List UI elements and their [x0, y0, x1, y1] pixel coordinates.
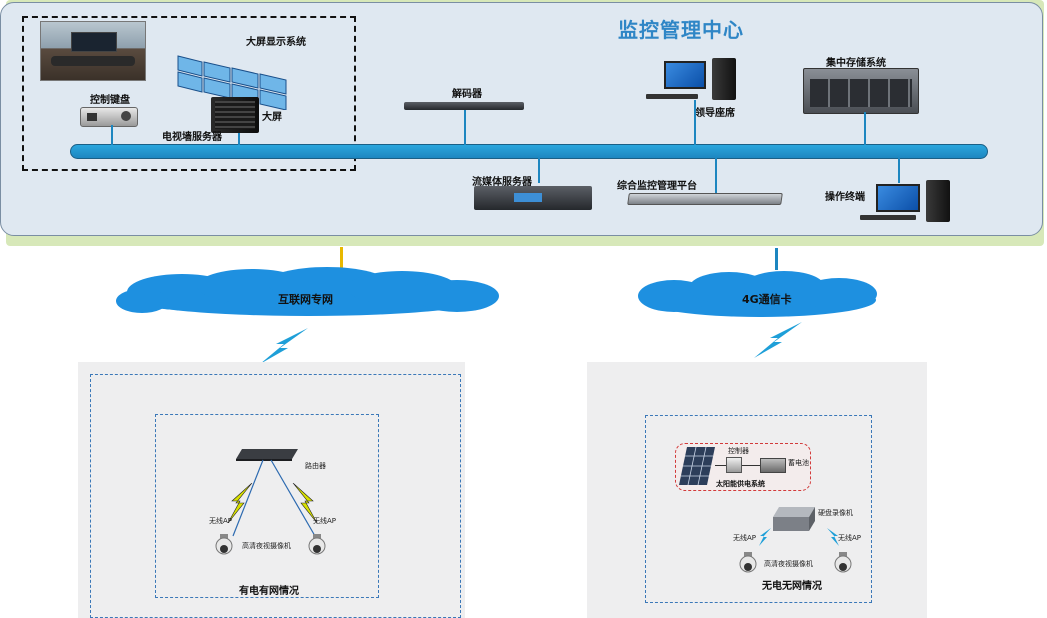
- router-label: 路由器: [305, 462, 326, 470]
- decoder-image: [404, 102, 524, 110]
- dome-camera-icon: [215, 534, 233, 555]
- wired-ap-right-label: 无线AP: [313, 517, 337, 525]
- controller-icon: [726, 457, 742, 473]
- decoder-label: 解码器: [452, 89, 482, 100]
- dome-camera-icon: [739, 552, 757, 573]
- management-platform-image: [627, 193, 783, 205]
- tv-wall-server-label: 电视墙服务器: [162, 132, 222, 143]
- operator-tower-icon: [926, 180, 950, 222]
- internet-label: 互联网专网: [278, 293, 333, 306]
- controller-label: 控制器: [728, 447, 749, 455]
- nvr-icon: [773, 507, 815, 531]
- bus-link-streaming: [538, 158, 540, 183]
- bus-link-decoder: [464, 110, 466, 145]
- bus-link-operator: [898, 158, 900, 183]
- cellular-label: 4G通信卡: [742, 293, 792, 306]
- operator-terminal-label: 操作终端: [825, 192, 865, 203]
- lightning-icon: [227, 483, 253, 523]
- control-keyboard-image: [80, 107, 138, 127]
- lightning-icon: [292, 483, 318, 523]
- wireless-link-icon: [260, 328, 308, 364]
- operator-monitor-icon: [876, 184, 920, 212]
- leader-seat-tower-icon: [712, 58, 736, 100]
- lightning-icon: [759, 528, 771, 546]
- leader-seat-monitor-icon: [664, 61, 706, 89]
- management-platform-label: 综合监控管理平台: [617, 181, 697, 192]
- uplink-cellular: [775, 248, 778, 270]
- big-screen-label: 大屏: [262, 112, 282, 123]
- bus-link-tv-wall-server: [238, 133, 240, 145]
- bus-link-platform: [715, 158, 717, 193]
- tv-wall-server-image: [211, 97, 259, 133]
- solar-panel-icon: [679, 447, 715, 485]
- dome-camera-icon: [308, 534, 326, 555]
- wired-ap-left-label: 无线AP: [209, 517, 233, 525]
- wireless-link-icon: [754, 322, 802, 358]
- solar-ap-right-label: 无线AP: [838, 534, 862, 542]
- battery-label: 蓄电池: [788, 459, 809, 467]
- central-storage-image: [803, 68, 919, 114]
- streaming-server-image: [474, 186, 592, 210]
- solar-system-label: 太阳能供电系统: [716, 480, 765, 488]
- operator-keyboard-icon: [860, 215, 916, 220]
- big-screen-system-label: 大屏显示系统: [246, 37, 306, 48]
- leader-seat-label: 领导座席: [695, 108, 735, 119]
- leader-seat-keyboard-icon: [646, 94, 698, 99]
- wired-site-inner-border: [155, 414, 379, 598]
- streaming-server-label: 流媒体服务器: [472, 177, 532, 188]
- solar-site-border: [645, 415, 872, 603]
- control-keyboard-label: 控制键盘: [90, 95, 130, 106]
- cellular-cloud-icon: [638, 271, 877, 317]
- dome-camera-icon: [834, 552, 852, 573]
- control-room-image: [40, 21, 146, 81]
- wired-site-panel: [78, 362, 465, 618]
- router-icon: [236, 449, 298, 461]
- router-link-lines: [232, 459, 316, 537]
- network-bus: [70, 144, 988, 159]
- bus-link-leader-seat: [694, 100, 696, 145]
- uplink-internet: [340, 247, 343, 269]
- nvr-label: 硬盘录像机: [818, 509, 853, 517]
- solar-site-caption: 无电无网情况: [762, 581, 822, 592]
- center-title: 监控管理中心: [618, 18, 744, 42]
- battery-icon: [760, 458, 786, 473]
- internet-cloud-icon: [116, 267, 499, 316]
- wired-camera-label: 高清夜视摄像机: [242, 542, 291, 550]
- solar-camera-label: 高清夜视摄像机: [764, 560, 813, 568]
- bus-link-keyboard: [111, 125, 113, 145]
- central-storage-label: 集中存储系统: [826, 58, 886, 69]
- bus-link-storage: [864, 112, 866, 145]
- display-group-box: [22, 16, 356, 171]
- lightning-icon: [827, 528, 839, 546]
- solar-ap-left-label: 无线AP: [733, 534, 757, 542]
- wired-site-caption: 有电有网情况: [239, 586, 299, 597]
